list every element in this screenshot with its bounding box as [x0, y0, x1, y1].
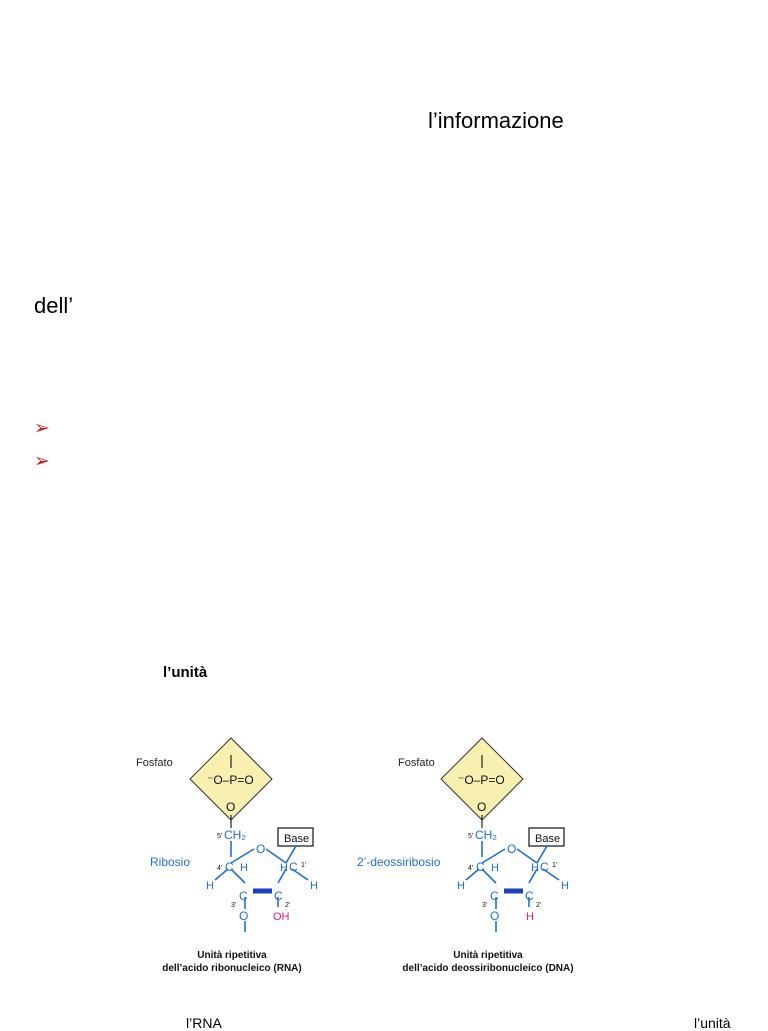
- rna-oxygen-bottom: O: [226, 800, 235, 814]
- svg-text:2': 2': [536, 902, 541, 909]
- bullet-arrow-icon: ➢: [34, 418, 50, 439]
- text-fragment-dell: dell’: [34, 293, 74, 318]
- dna-base-label: Base: [535, 833, 560, 845]
- svg-text:C: C: [239, 889, 248, 903]
- svg-text:2': 2': [285, 902, 290, 909]
- rna-hydroxyl: OH: [273, 911, 290, 923]
- svg-text:1': 1': [301, 862, 306, 869]
- svg-text:H: H: [457, 880, 465, 892]
- svg-text:O: O: [477, 800, 486, 814]
- text-fragment-rna-bottom: l’RNA: [186, 1015, 222, 1031]
- svg-text:4': 4': [468, 865, 473, 872]
- svg-text:O: O: [239, 909, 248, 923]
- rna-c5-label: 5': [217, 833, 222, 840]
- svg-text:H: H: [240, 862, 248, 874]
- svg-text:3': 3': [482, 902, 487, 909]
- dna-unit: Fosfato ⁻O–P=O O 5' CH₂ Base 2’-deossiri…: [357, 737, 574, 974]
- svg-text:H: H: [280, 862, 288, 874]
- rna-base-label: Base: [284, 833, 309, 845]
- rna-sugar-label: Ribosio: [150, 855, 190, 869]
- svg-text:C: C: [225, 860, 234, 874]
- svg-text:C: C: [476, 860, 485, 874]
- bullet-arrow-icon: ➢: [34, 451, 50, 472]
- dna-caption-line1: Unità ripetitiva: [453, 950, 523, 961]
- rna-phosphate-label: Fosfato: [136, 757, 173, 769]
- rna-unit: Fosfato ⁻O–P=O O 5' CH₂ Base Ribosio: [136, 737, 318, 974]
- svg-text:C: C: [540, 860, 549, 874]
- rna-phosphate-formula: ⁻O–P=O: [207, 773, 254, 787]
- dna-phosphate-formula: ⁻O–P=O: [458, 773, 505, 787]
- svg-text:3': 3': [231, 902, 236, 909]
- svg-text:H: H: [206, 880, 214, 892]
- dna-phosphate-label: Fosfato: [398, 757, 435, 769]
- text-fragment-unita-bottom: l’unità: [694, 1015, 731, 1031]
- svg-text:4': 4': [217, 865, 222, 872]
- dna-sugar-label: 2’-deossiribosio: [357, 855, 441, 869]
- svg-text:H: H: [491, 862, 499, 874]
- svg-text:O: O: [507, 842, 516, 856]
- svg-text:H: H: [531, 862, 539, 874]
- svg-text:C: C: [274, 889, 283, 903]
- dna-ch2: CH₂: [475, 828, 497, 842]
- svg-text:1': 1': [552, 862, 557, 869]
- svg-text:H: H: [561, 880, 569, 892]
- text-fragment-unita-heading: l’unità: [163, 664, 208, 681]
- svg-text:C: C: [490, 889, 499, 903]
- svg-text:H: H: [310, 880, 318, 892]
- svg-text:O: O: [490, 909, 499, 923]
- dna-caption-line2: dell’acido deossiribonucleico (DNA): [402, 963, 573, 974]
- svg-text:C: C: [289, 860, 298, 874]
- rna-caption-line2: dell’acido ribonucleico (RNA): [162, 963, 301, 974]
- dna-c2-hydrogen: H: [526, 911, 534, 923]
- rna-caption-line1: Unità ripetitiva: [197, 950, 267, 961]
- svg-text:C: C: [525, 889, 534, 903]
- rna-ch2: CH₂: [224, 828, 246, 842]
- nucleotide-figure: Fosfato ⁻O–P=O O 5' CH₂ Base Ribosio: [136, 737, 574, 974]
- rna-ring-oxygen: O: [256, 842, 265, 856]
- text-fragment-informazione: l’informazione: [428, 108, 564, 133]
- svg-text:5': 5': [468, 833, 473, 840]
